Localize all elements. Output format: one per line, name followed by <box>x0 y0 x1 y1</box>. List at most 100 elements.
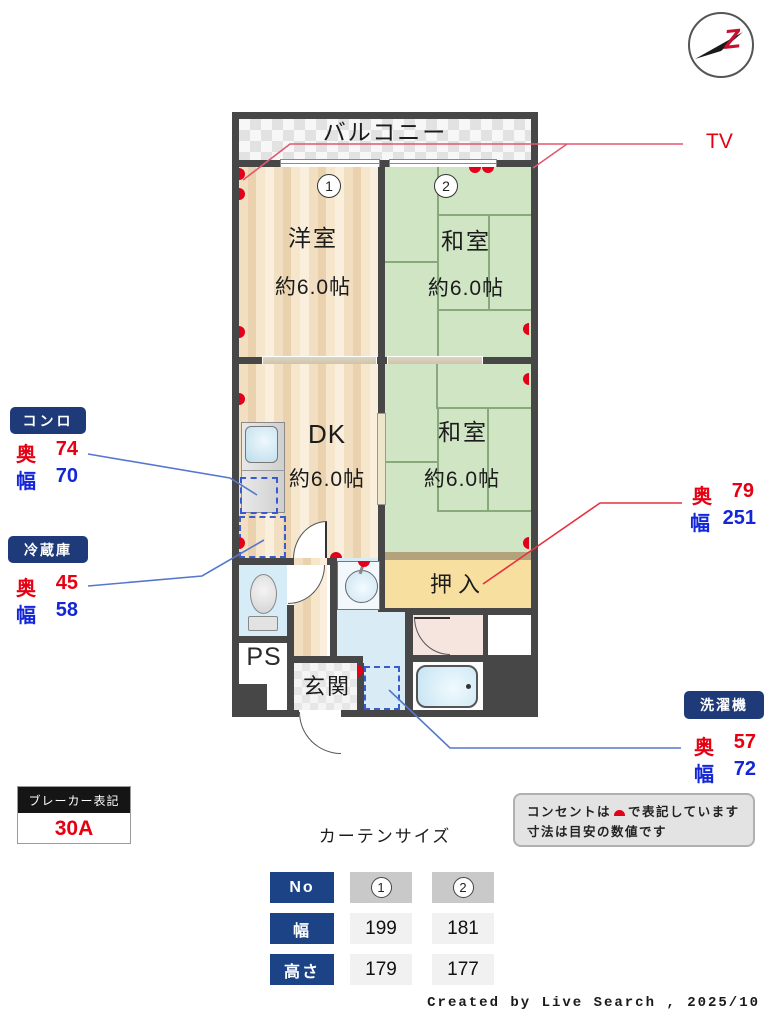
depth-label: 奥 <box>16 578 36 600</box>
curtain-height-2: 177 <box>432 954 494 985</box>
compass-needle-icon <box>695 32 743 59</box>
width-label: 幅 <box>16 471 36 493</box>
tatami-line <box>436 407 531 409</box>
curtain-height-1: 179 <box>350 954 412 985</box>
width-value: 72 <box>733 758 756 780</box>
wall <box>239 558 292 565</box>
curtain-row-height: 高さ <box>270 954 334 985</box>
japanese-north-name: 和室 <box>441 228 491 254</box>
fusuma-door <box>377 413 386 505</box>
wall <box>378 505 385 558</box>
pipe-space-label: PS <box>246 643 282 671</box>
width-value-1: 199 <box>365 917 397 939</box>
wall <box>239 357 262 364</box>
circled-1: 1 <box>370 877 392 898</box>
outlet-icon <box>330 552 342 558</box>
width-value: 70 <box>55 465 78 487</box>
credit-text: Created by Live Search , 2025/10 <box>427 995 760 1011</box>
outlet-note-line: コンセントはで表記しています <box>527 802 741 822</box>
breaker-title: ブレーカー表記 <box>18 787 130 813</box>
height-label: 高さ <box>283 963 320 981</box>
wall <box>239 636 294 643</box>
breaker-box: ブレーカー表記 30A <box>17 786 131 844</box>
tv-label: TV <box>706 130 733 153</box>
washer-depth-row: 奥 57 <box>694 731 756 760</box>
washroom-floor <box>337 612 405 662</box>
depth-value: 57 <box>733 731 756 753</box>
curtain-no-2-marker: 2 <box>434 174 458 198</box>
depth-value: 74 <box>55 438 78 460</box>
tatami-line <box>437 309 531 311</box>
tatami-line <box>437 510 531 512</box>
wall <box>378 608 531 615</box>
closet-sill <box>385 552 531 560</box>
height-value-1: 179 <box>365 958 397 980</box>
depth-label: 奥 <box>692 486 712 508</box>
tatami-line <box>437 214 531 216</box>
wall <box>239 160 280 167</box>
dk-size: 約6.0帖 <box>288 468 366 491</box>
wall <box>378 364 385 413</box>
washer-width-row: 幅 72 <box>694 758 756 787</box>
washer-placement-area <box>364 666 400 710</box>
wall <box>294 656 363 663</box>
depth-label: 奥 <box>16 444 36 466</box>
western-room-size: 約6.0帖 <box>274 276 352 299</box>
closet-width-row: 幅 251 <box>690 507 756 536</box>
toilet-bowl <box>250 574 277 614</box>
fridge-placement-area <box>239 516 286 558</box>
tatami-line <box>385 261 437 263</box>
outlet-icon <box>523 537 529 549</box>
tatami-line <box>437 409 439 512</box>
curtain-no-2-text: 2 <box>442 178 450 194</box>
tatami-line <box>437 167 439 357</box>
curtain-col-no: No <box>270 872 334 903</box>
fridge-title-text: 冷蔵庫 <box>24 541 72 558</box>
dk-name: DK <box>307 419 347 449</box>
depth-value: 79 <box>731 480 754 502</box>
japanese-south-name: 和室 <box>438 419 488 445</box>
shaft-fill <box>483 662 531 710</box>
outlet-note-prefix: コンセントは <box>527 805 612 819</box>
entrance-label: 玄関 <box>302 674 351 699</box>
ps-shaft <box>239 684 267 710</box>
wall <box>483 357 531 364</box>
stove-title-text: コンロ <box>22 412 74 429</box>
western-room-name: 洋室 <box>288 225 338 251</box>
washer-callout-title: 洗濯機 <box>684 691 764 719</box>
wall <box>330 565 337 663</box>
width-value: 251 <box>722 507 756 529</box>
width-label: 幅 <box>694 764 714 786</box>
height-value-2: 177 <box>447 958 479 980</box>
curtain-table-title: カーテンサイズ <box>318 827 452 846</box>
japanese-south-floor <box>385 364 531 553</box>
outlet-icon <box>523 373 529 385</box>
col2-no: 2 <box>459 880 467 895</box>
closet-label: 押入 <box>429 572 486 597</box>
kitchen-sink <box>245 426 278 463</box>
depth-label: 奥 <box>694 737 714 759</box>
stove-depth-row: 奥 74 <box>16 438 78 467</box>
wall <box>357 663 364 710</box>
width-value-2: 181 <box>447 917 479 939</box>
compass-north-letter: Z <box>722 23 742 55</box>
outlet-icon <box>523 323 529 335</box>
outlet-legend-icon <box>614 810 626 816</box>
curtain-head-2: 2 <box>432 872 494 903</box>
col1-no: 1 <box>377 880 385 895</box>
curtain-no-1-text: 1 <box>325 178 333 194</box>
curtain-width-1: 199 <box>350 913 412 944</box>
width-label: 幅 <box>690 513 710 535</box>
breaker-value: 30A <box>54 817 94 840</box>
entrance-door-arc <box>299 712 341 754</box>
entrance-floor <box>294 663 357 710</box>
western-room-floor <box>239 167 378 357</box>
wall <box>287 605 294 710</box>
curtain-head-1: 1 <box>350 872 412 903</box>
curtain-no-1-marker: 1 <box>317 174 341 198</box>
tatami-line <box>385 461 437 463</box>
washbasin-bowl <box>345 570 378 603</box>
wall <box>483 615 488 655</box>
